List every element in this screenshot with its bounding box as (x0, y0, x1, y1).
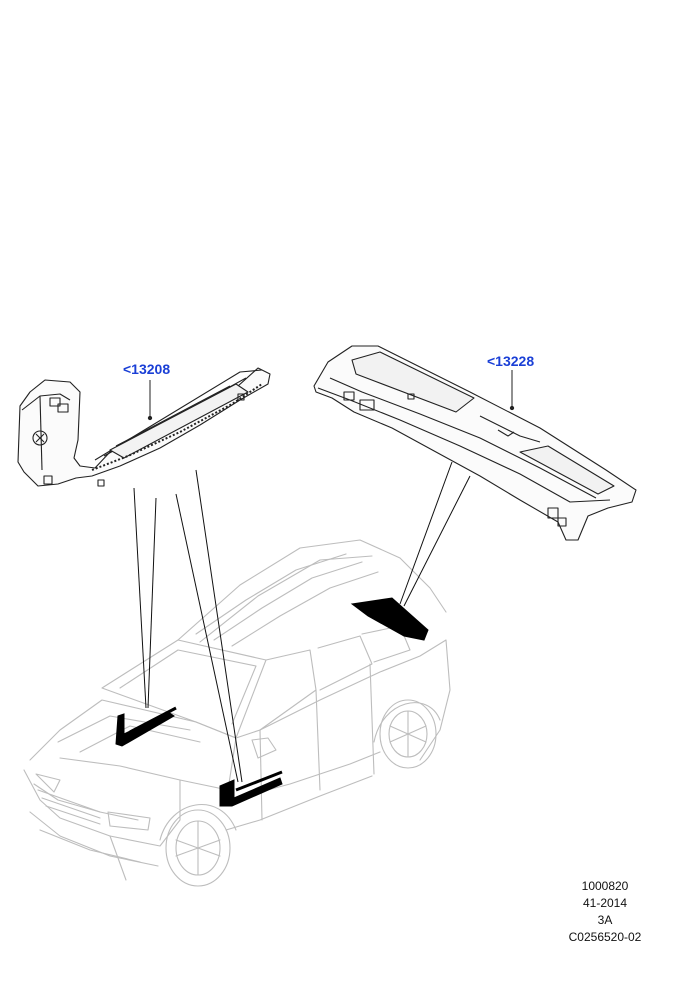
leader-lines (133, 461, 471, 783)
reference-illustration-id: C0256520-02 (568, 930, 642, 944)
vehicle-outline (23, 539, 451, 887)
reference-date-code: 41-2014 (582, 896, 628, 910)
callout-13228[interactable]: <13228 (487, 353, 535, 369)
sill-trim-part (17, 367, 271, 487)
callout-13208[interactable]: <13208 (123, 361, 171, 377)
reference-version: 3A (597, 913, 613, 927)
reference-number: 1000820 (581, 879, 629, 893)
reference-block: 1000820 41-2014 3A C0256520-02 (560, 878, 650, 946)
highlight-regions (115, 597, 429, 807)
rear-trim-part (313, 345, 637, 541)
